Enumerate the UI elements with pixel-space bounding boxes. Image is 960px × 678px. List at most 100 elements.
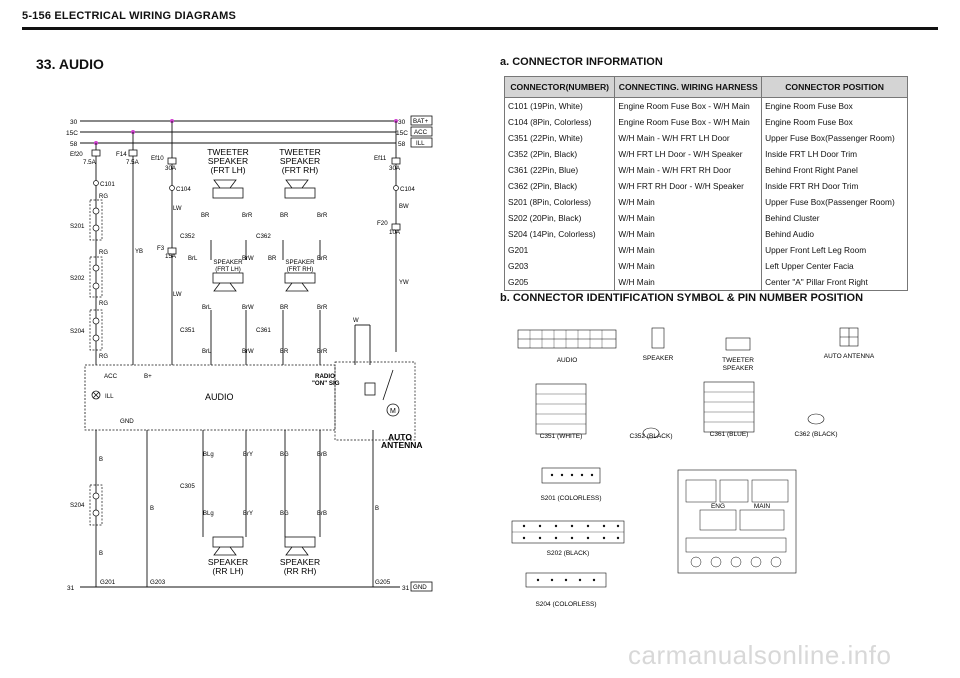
wire-br-3: BR bbox=[280, 349, 289, 355]
table-row: C361 (22Pin, Blue)W/H Main - W/H FRT RH … bbox=[503, 162, 908, 178]
ident-c362: C362 (BLACK) bbox=[795, 431, 838, 438]
cell-position: Engine Room Fuse Box bbox=[761, 97, 908, 114]
wire-b-3: B bbox=[150, 506, 154, 512]
ident-s201: S201 (COLORLESS) bbox=[540, 495, 601, 502]
col-wiring-harness: CONNECTING. WIRING HARNESS bbox=[614, 76, 763, 98]
cell-connector: S202 (20Pin, Black) bbox=[503, 210, 616, 226]
cell-harness: W/H Main bbox=[614, 194, 763, 210]
fuse-ef20-amp: 7.5A bbox=[83, 159, 97, 166]
wire-brl-3: BrL bbox=[202, 349, 212, 355]
fuse-f3: F3 bbox=[157, 245, 165, 252]
speaker-rr-rh-l1: SPEAKER bbox=[280, 557, 320, 567]
wire-bg-1: BG bbox=[280, 452, 289, 458]
conn-c361: C361 bbox=[256, 327, 271, 334]
wire-brr-1: BrR bbox=[317, 256, 328, 262]
rail-58-right: 58 bbox=[398, 141, 406, 148]
wire-brb-1: BrB bbox=[317, 452, 327, 458]
cell-connector: G201 bbox=[503, 242, 616, 258]
cell-harness: W/H Main bbox=[614, 226, 763, 242]
speaker-frt-rh-l2: (FRT RH) bbox=[287, 266, 314, 273]
wire-bry-1: BrY bbox=[243, 452, 253, 458]
speaker-rr-rh-l2: (RR RH) bbox=[284, 566, 317, 576]
wire-rg-2: RG bbox=[99, 250, 108, 256]
speaker-frt-lh-l2: (FRT LH) bbox=[215, 266, 241, 273]
table-row: C362 (2Pin, Black)W/H FRT RH Door - W/H … bbox=[503, 178, 908, 194]
pin-bplus: B+ bbox=[144, 373, 152, 380]
rail-31-right: 31 bbox=[402, 585, 410, 592]
wire-blg-2: BLg bbox=[203, 511, 214, 517]
tweeter-rh-l1: TWEETER bbox=[279, 147, 321, 157]
wire-b-4: B bbox=[375, 506, 379, 512]
cell-connector: C104 (8Pin, Colorless) bbox=[503, 114, 616, 130]
cell-position: Left Upper Center Facia bbox=[761, 258, 908, 274]
wire-bry-2: BrY bbox=[243, 511, 253, 517]
ident-tweeter-l2: SPEAKER bbox=[723, 365, 754, 372]
tweeter-rh-l3: (FRT RH) bbox=[282, 165, 319, 175]
wire-brl-1: BrL bbox=[188, 256, 198, 262]
ident-s204: S204 (COLORLESS) bbox=[535, 601, 596, 608]
cell-connector: G203 bbox=[503, 258, 616, 274]
wire-yw: YW bbox=[399, 280, 409, 286]
antenna-label-l1: AUTO bbox=[388, 432, 412, 442]
cell-connector: G205 bbox=[503, 274, 616, 291]
conn-c352: C352 bbox=[180, 233, 195, 240]
ground-g205: G205 bbox=[375, 579, 391, 586]
ill-tag-box bbox=[410, 137, 433, 148]
cell-harness: W/H Main bbox=[614, 242, 763, 258]
wire-bg-2: BG bbox=[280, 511, 289, 517]
ident-c352: C352 (BLACK) bbox=[630, 433, 673, 440]
cell-harness: W/H Main bbox=[614, 210, 763, 226]
wire-brb-2: BrB bbox=[317, 511, 327, 517]
conn-c104-right: C104 bbox=[400, 186, 415, 193]
rail-31-left: 31 bbox=[67, 585, 75, 592]
wire-brw-1: BrW bbox=[242, 256, 254, 262]
cell-connector: C352 (2Pin, Black) bbox=[503, 146, 616, 162]
col-connector-number: CONNECTOR(NUMBER) bbox=[503, 76, 616, 98]
section-title: 33. AUDIO bbox=[36, 56, 104, 72]
splice-s204-top: S204 bbox=[70, 328, 85, 335]
cell-connector: C361 (22Pin, Blue) bbox=[503, 162, 616, 178]
fuse-f14-amp: 7.5A bbox=[126, 159, 140, 166]
page-header: 5-156 ELECTRICAL WIRING DIAGRAMS bbox=[22, 10, 236, 22]
table-row: C104 (8Pin, Colorless)Engine Room Fuse B… bbox=[503, 114, 908, 130]
cell-position: Behind Audio bbox=[761, 226, 908, 242]
wire-blg-1: BLg bbox=[203, 452, 214, 458]
cell-harness: W/H FRT RH Door - W/H Speaker bbox=[614, 178, 763, 194]
rail-30-right: 30 bbox=[398, 119, 406, 126]
conn-c104-left: C104 bbox=[176, 186, 191, 193]
table-row: C101 (19Pin, White)Engine Room Fuse Box … bbox=[503, 97, 908, 114]
fuse-ef10-amp: 30A bbox=[165, 165, 177, 172]
conn-c351: C351 bbox=[180, 327, 195, 334]
ident-speaker: SPEAKER bbox=[643, 355, 674, 362]
wire-brr-tw-lh: BrR bbox=[242, 213, 253, 219]
ill-tag: ILL bbox=[416, 140, 425, 147]
identification-title: b. CONNECTOR IDENTIFICATION SYMBOL & PIN… bbox=[500, 292, 864, 304]
wire-brw-3: BrW bbox=[242, 349, 254, 355]
splice-s201: S201 bbox=[70, 223, 85, 230]
fuse-ef20: Ef20 bbox=[70, 151, 83, 158]
cell-harness: Engine Room Fuse Box - W/H Main bbox=[614, 97, 763, 114]
fuse-f3-amp: 15A bbox=[165, 253, 177, 260]
cell-position: Inside FRT LH Door Trim bbox=[761, 146, 908, 162]
header-rule bbox=[22, 27, 938, 30]
speaker-rr-lh-l1: SPEAKER bbox=[208, 557, 248, 567]
wire-rg-1: RG bbox=[99, 194, 108, 200]
ident-c361: C361 (BLUE) bbox=[710, 431, 749, 438]
tweeter-lh-l3: (FRT LH) bbox=[210, 165, 245, 175]
cell-connector: S204 (14Pin, Colorless) bbox=[503, 226, 616, 242]
fuse-ef11: Ef11 bbox=[374, 155, 387, 162]
wire-brr-tw-rh: BrR bbox=[317, 213, 328, 219]
ident-antenna: AUTO ANTENNA bbox=[824, 353, 875, 360]
wiring-diagram: 30 15C 58 30 15C 58 BAT+ ACC ILL bbox=[66, 115, 433, 592]
connector-identification-figures: AUDIO SPEAKER TWEETER SPEAKER AUTO ANTEN… bbox=[511, 327, 875, 608]
speaker-frt-rh-l1: SPEAKER bbox=[285, 259, 315, 266]
cell-harness: Engine Room Fuse Box - W/H Main bbox=[614, 114, 763, 130]
wire-lw-1: LW bbox=[173, 206, 182, 212]
cell-harness: W/H FRT LH Door - W/H Speaker bbox=[614, 146, 763, 162]
splice-s202: S202 bbox=[70, 275, 85, 282]
cell-connector: C362 (2Pin, Black) bbox=[503, 178, 616, 194]
speaker-frt-lh-l1: SPEAKER bbox=[213, 259, 243, 266]
